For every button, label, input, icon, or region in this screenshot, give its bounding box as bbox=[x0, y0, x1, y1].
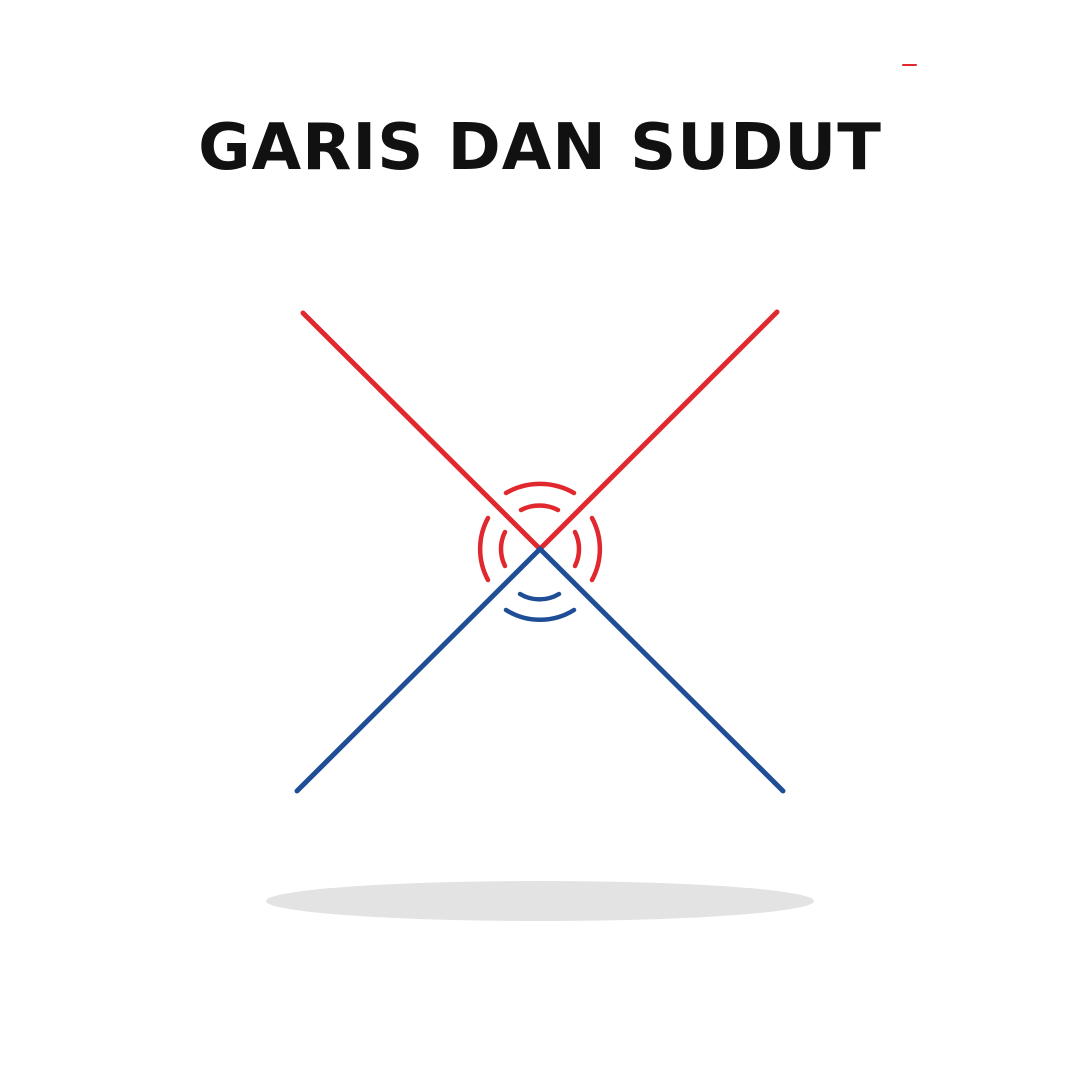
top-arc-inner bbox=[518, 503, 561, 513]
angle-arc-icon-left bbox=[477, 515, 508, 583]
angle-arc-icon-bottom bbox=[503, 591, 577, 622]
corner-dash-mark bbox=[902, 64, 917, 66]
red-line-upper-left bbox=[300, 310, 543, 552]
bottom-arc-outer bbox=[503, 607, 577, 622]
page-title: GARIS DAN SUDUT bbox=[198, 111, 882, 185]
right-arc-outer bbox=[589, 515, 603, 583]
blue-line-lower-right bbox=[537, 546, 786, 794]
left-arc-outer bbox=[477, 515, 491, 583]
blue-line-lower-left bbox=[294, 546, 543, 794]
top-arc-outer bbox=[503, 481, 577, 496]
angle-arc-icon-top bbox=[503, 481, 577, 513]
red-line-upper-right bbox=[537, 309, 780, 552]
left-arc-inner bbox=[498, 529, 508, 569]
angle-arc-icon-right bbox=[572, 515, 603, 583]
bottom-arc-inner bbox=[517, 591, 562, 602]
ground-shadow bbox=[266, 881, 814, 921]
right-arc-inner bbox=[572, 529, 582, 569]
